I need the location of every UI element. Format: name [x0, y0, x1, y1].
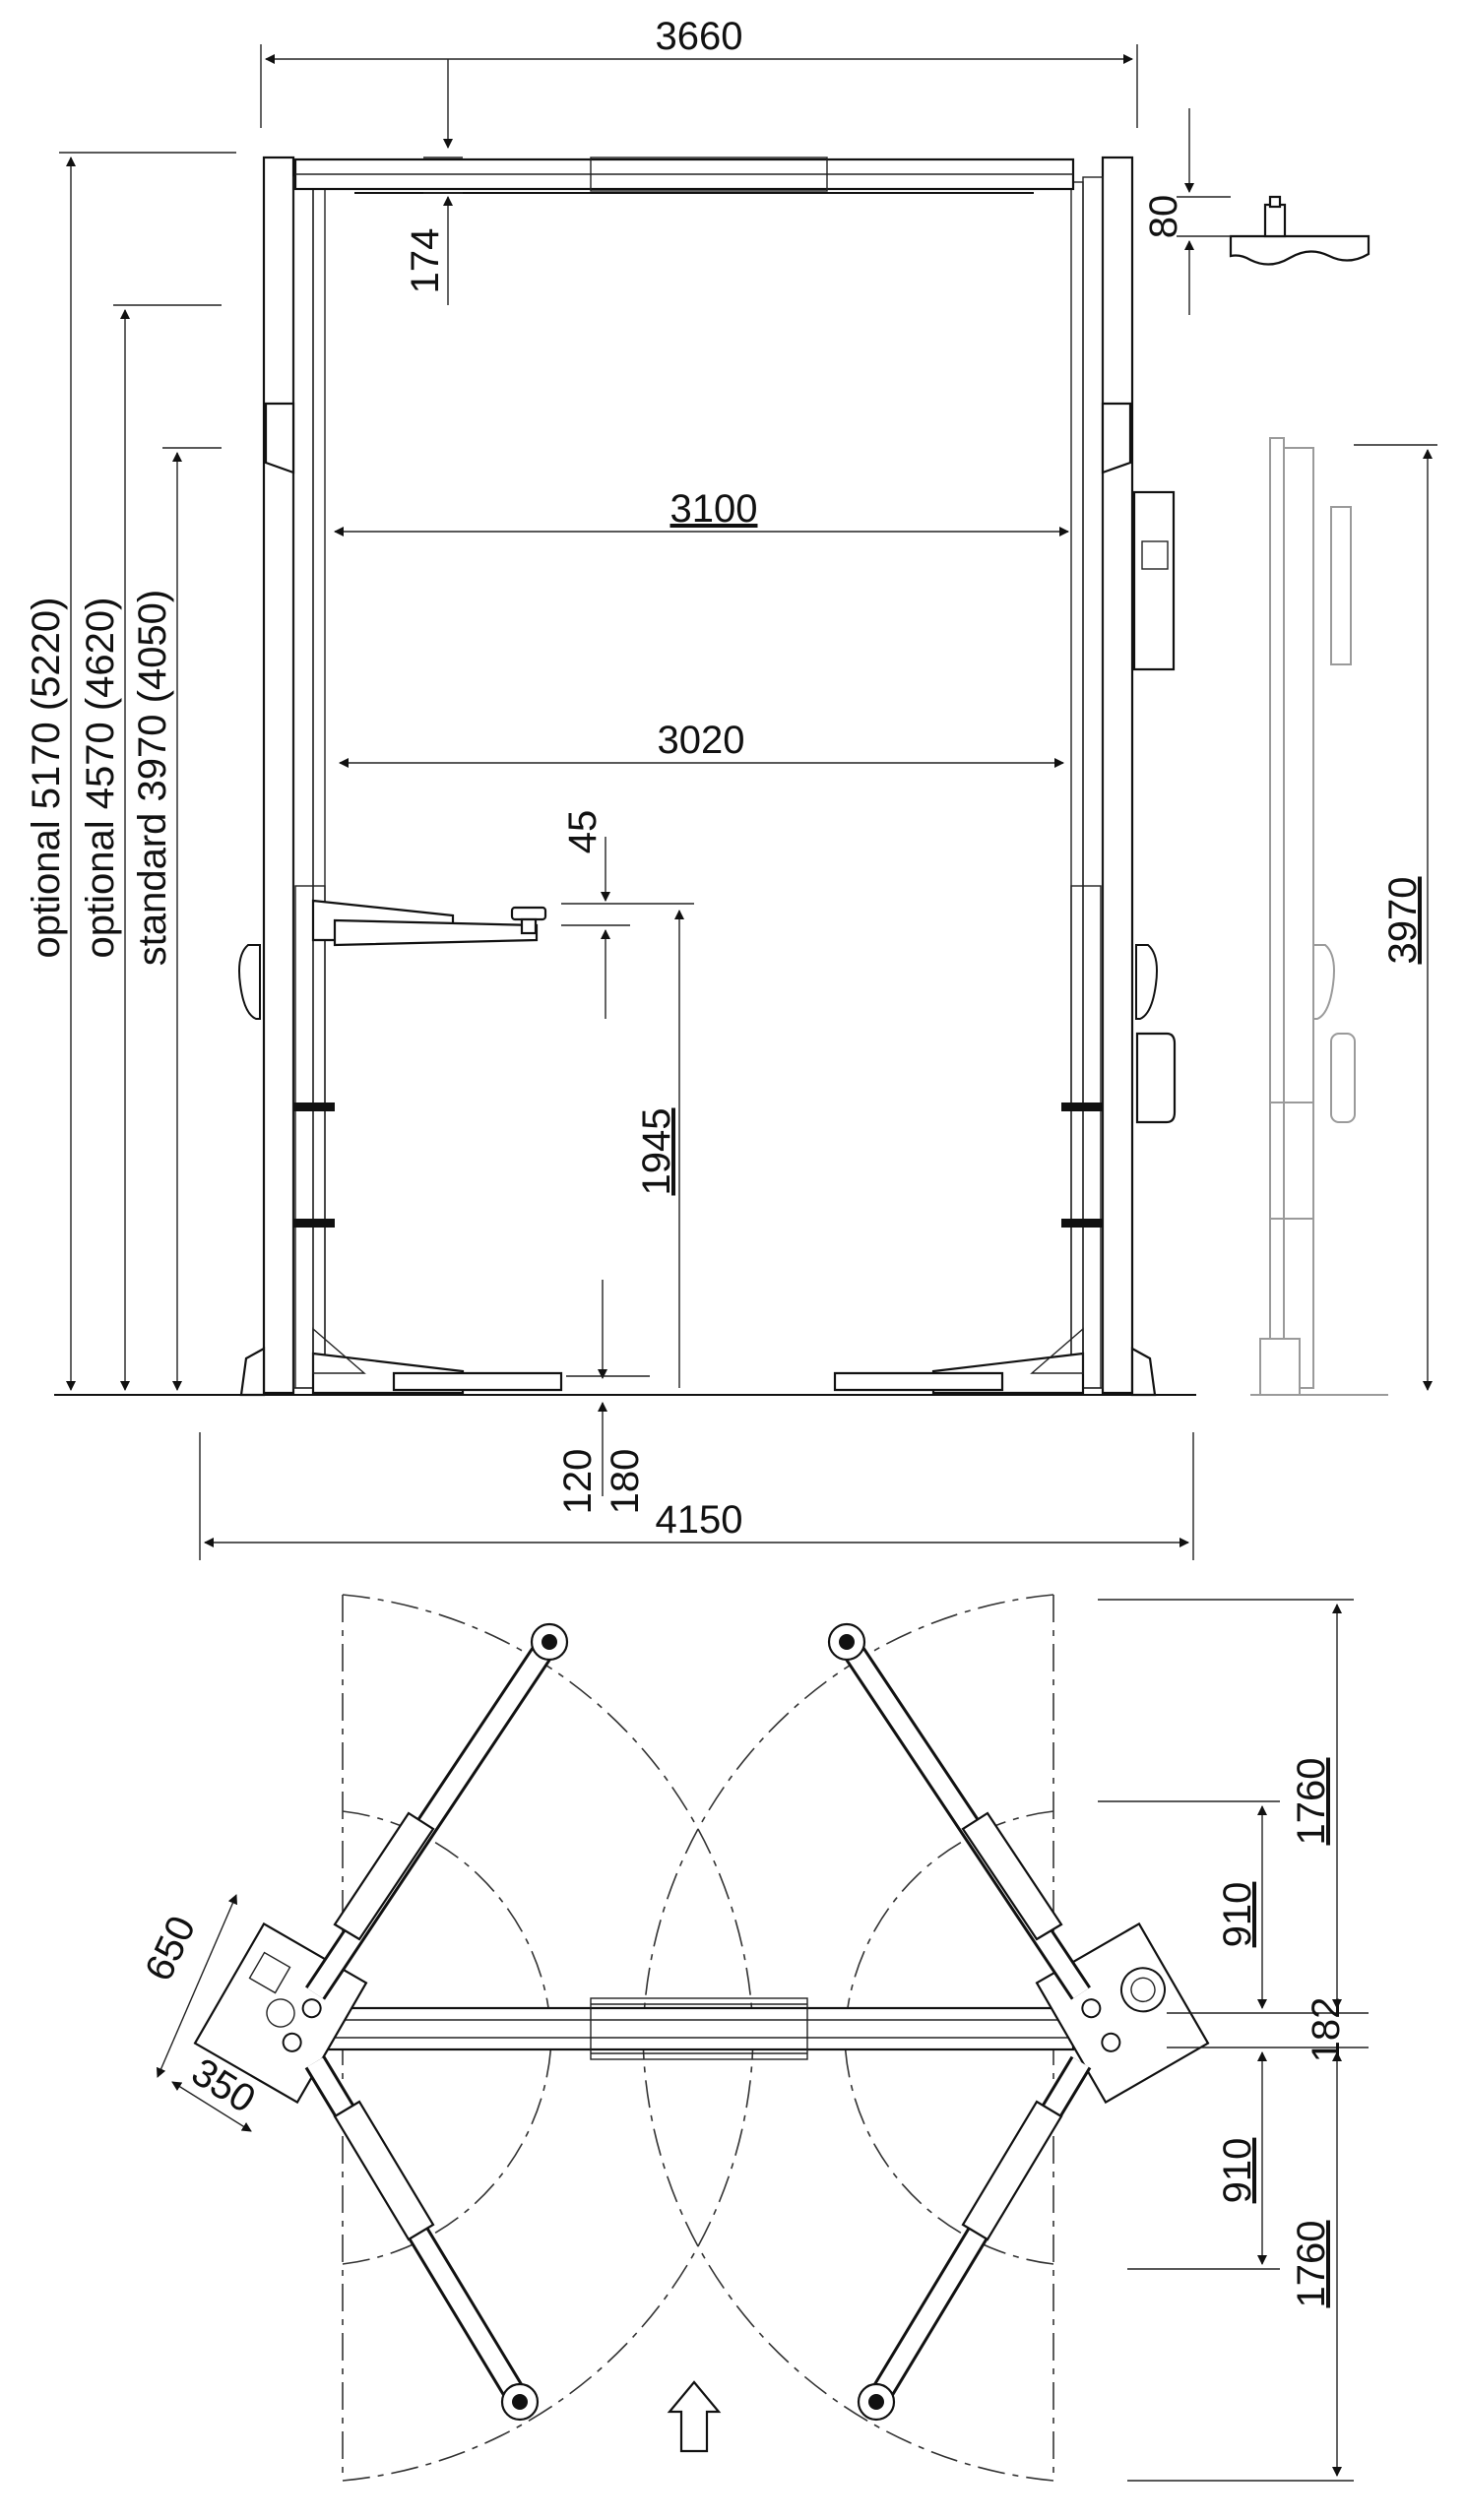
left-floor-arm [311, 1327, 563, 1395]
top-view: 1760 1760 910 910 182 650 350 [137, 1594, 1369, 2482]
control-box [1135, 1032, 1177, 1124]
dim-inner-width-bottom: 3020 [658, 719, 745, 762]
dim-base-width: 4150 [656, 1498, 743, 1542]
dim-lifting-height: 1945 [635, 1108, 678, 1196]
swing-arc-lr [642, 2029, 1054, 2482]
dim-pad-min-a: 120 [556, 1449, 600, 1515]
dim-pad-min-b: 180 [604, 1449, 647, 1515]
dim-arm-clearance: 80 [1142, 195, 1185, 239]
swing-arc-ll [342, 2029, 754, 2482]
motor-unit [1132, 490, 1176, 671]
right-floor-arm [833, 1327, 1085, 1395]
dim-height-optional-2: optional 4570 (4620) [79, 598, 122, 959]
dim-arm-min-lower: 910 [1216, 2138, 1259, 2204]
left-column [238, 156, 335, 1397]
dim-overall-width: 3660 [656, 15, 743, 58]
swing-arc-ur [642, 1594, 1054, 2047]
arm-upper-right [827, 1622, 1091, 2000]
dim-arm-reach-upper: 1760 [1290, 1758, 1333, 1846]
dim-column-offset: 182 [1305, 1997, 1348, 2063]
arm-lower-left [304, 2055, 540, 2422]
pad-detail [1229, 195, 1370, 266]
top-crossbeam-plan [323, 1997, 1075, 2060]
dim-column-depth: 650 [137, 1910, 204, 1987]
drive-in-arrow-icon [667, 2380, 722, 2453]
arm-upper-left [305, 1622, 569, 2000]
dim-side-height: 3970 [1381, 877, 1425, 965]
front-view: 3660 174 80 3100 3020 45 1945 120 18 [25, 15, 1437, 1560]
dim-arm-min-upper: 910 [1216, 1882, 1259, 1948]
swing-arc-ul [342, 1594, 754, 2047]
dim-height-optional-1: optional 5170 (5220) [25, 598, 68, 959]
side-view-ghost [1250, 437, 1388, 1396]
arm-lower-right [857, 2055, 1092, 2422]
right-column-plan [1035, 1922, 1210, 2105]
dim-pad-step: 45 [561, 810, 605, 854]
right-column [1061, 156, 1177, 1397]
top-crossbeam [293, 157, 1075, 194]
dim-arm-reach-lower: 1760 [1290, 2221, 1333, 2308]
dim-inner-width-top: 3100 [670, 487, 758, 531]
dim-height-standard: standard 3970 (4050) [131, 590, 174, 967]
dim-crossbeam-height: 174 [404, 228, 447, 294]
left-raised-arm [311, 899, 547, 947]
